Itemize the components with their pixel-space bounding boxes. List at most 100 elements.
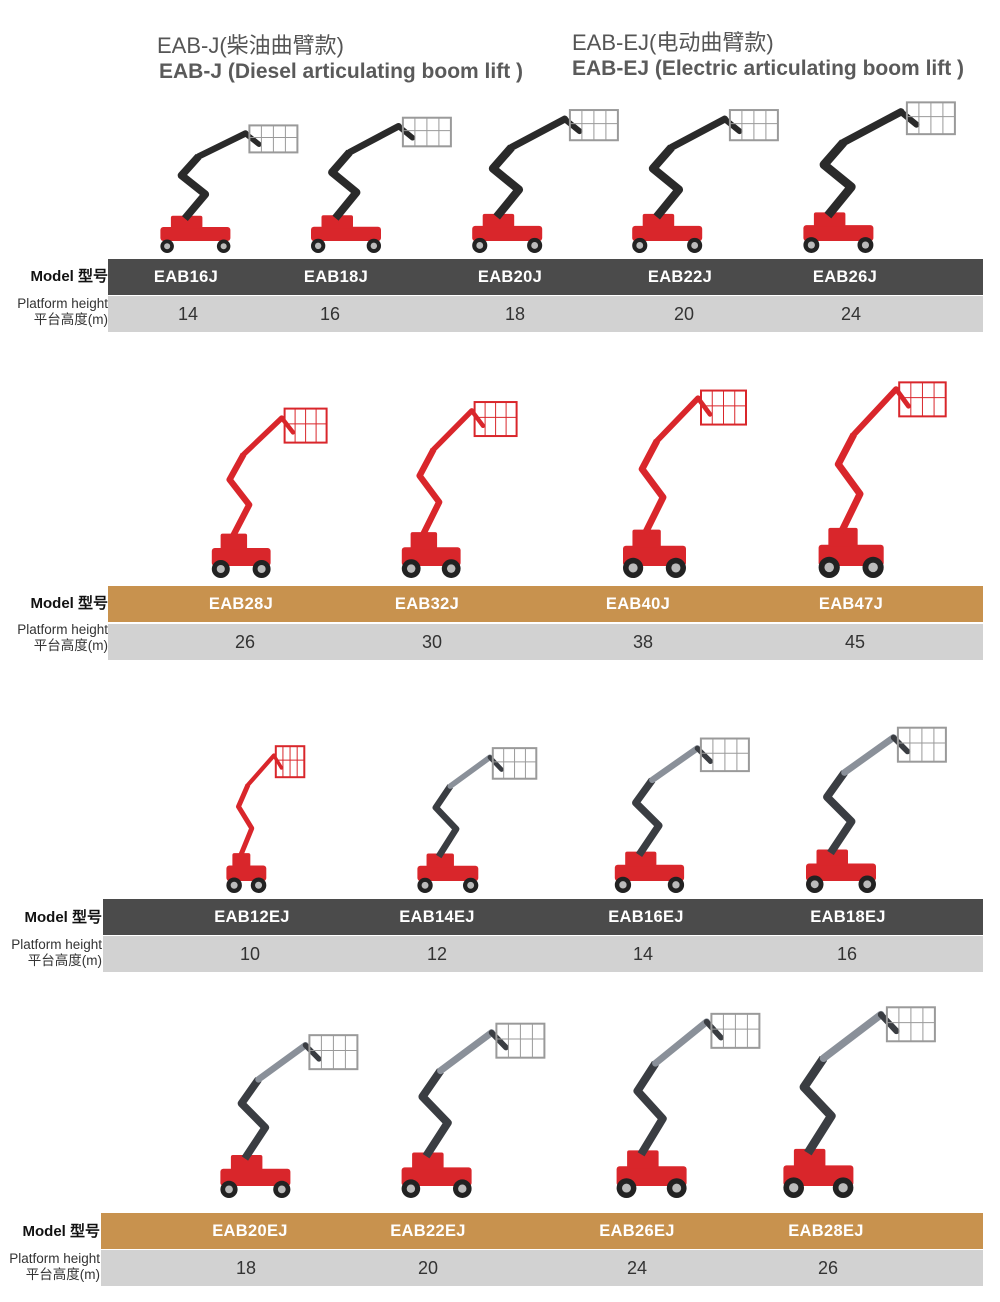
model-name: EAB32J: [394, 595, 460, 613]
chassis: [417, 865, 479, 881]
chassis: [160, 227, 231, 241]
electric-title: EAB-EJ(电动曲臂款) EAB-EJ (Electric articulat…: [572, 30, 964, 82]
turntable: [816, 849, 848, 866]
platform-height-value: 16: [319, 304, 341, 324]
wheel-hub: [458, 1184, 467, 1193]
boom-lift-image: [290, 112, 465, 255]
platform-height-label-en: Platform height: [17, 622, 108, 637]
model-name: EAB22EJ: [390, 1222, 466, 1240]
boom-lift-image: [595, 732, 760, 895]
model-name: EAB20J: [477, 268, 543, 286]
wheel-hub: [220, 243, 227, 250]
boom-lift-image: [385, 392, 525, 580]
wheel-hub: [636, 242, 644, 249]
turntable: [410, 532, 438, 550]
wheel-hub: [691, 242, 699, 249]
wheel-hub: [868, 562, 878, 573]
diesel-title-zh: EAB-J(柴油曲臂款): [157, 33, 345, 58]
boom-lift-drawing: [818, 381, 947, 578]
jib: [703, 1018, 724, 1041]
boom-lift-drawing: [616, 1012, 761, 1198]
model-band: EAB28J EAB32J EAB40J EAB47J: [108, 586, 983, 622]
section-electric-1: Model 型号 EAB12EJ EAB14EJ EAB16EJ EAB18EJ…: [0, 726, 983, 972]
platform-height-value: 12: [426, 944, 448, 964]
boom-lift-drawing: [160, 124, 299, 253]
model-name: EAB16EJ: [608, 908, 684, 926]
lift-images-row: [0, 0, 1000, 585]
wheel-hub: [622, 1183, 631, 1193]
lower-boom: [235, 783, 255, 858]
platform-height-value: 10: [239, 944, 261, 964]
height-band: 18 20 24 26: [101, 1250, 983, 1286]
lower-boom: [226, 452, 253, 539]
turntable: [220, 533, 248, 550]
wheel-hub: [807, 241, 815, 249]
model-label: Model 型号: [24, 909, 103, 926]
platform-height-value: 14: [632, 944, 654, 964]
wheel-hub: [789, 1183, 799, 1193]
upper-boom: [255, 1041, 309, 1083]
turntable: [627, 1150, 659, 1169]
turntable: [321, 215, 353, 229]
platform-height-value: 24: [626, 1258, 648, 1278]
turntable: [642, 213, 675, 228]
lower-boom: [819, 139, 856, 219]
model-name: EAB22J: [647, 268, 713, 286]
platform-height-label-zh: 平台高度(m): [25, 1267, 100, 1282]
boom-lift-image: [200, 1028, 370, 1200]
boom-lift-image: [215, 740, 310, 895]
model-name: EAB14EJ: [399, 908, 475, 926]
turntable: [813, 212, 846, 227]
boom-lift-drawing: [417, 747, 538, 893]
boom-lift-image: [780, 96, 975, 255]
wheel-hub: [672, 1183, 682, 1193]
electric-title-en: EAB-EJ (Electric articulating boom lift …: [572, 57, 965, 80]
lower-boom: [799, 1055, 836, 1156]
upper-boom: [430, 408, 475, 453]
upper-boom: [447, 754, 493, 789]
platform-height-value: 26: [817, 1258, 839, 1278]
chassis: [226, 865, 267, 881]
jib: [694, 745, 714, 764]
model-name: EAB18J: [303, 268, 369, 286]
jib: [721, 116, 743, 135]
wheel-hub: [257, 564, 266, 574]
platform-height-label: Platform height 平台高度(m): [0, 937, 102, 969]
lower-boom: [177, 153, 210, 222]
wheel-hub: [672, 881, 680, 889]
turntable: [828, 527, 858, 547]
platform-height-label-zh: 平台高度(m): [33, 312, 108, 327]
diesel-title-en: EAB-J (Diesel articulating boom lift ): [159, 60, 524, 83]
upper-boom: [667, 115, 729, 151]
wheel-hub: [531, 242, 539, 249]
lower-boom: [632, 777, 663, 857]
lower-boom: [633, 1061, 667, 1157]
model-name: EAB40J: [605, 595, 671, 613]
boom-lift-drawing: [311, 116, 452, 253]
boom-lift-drawing: [226, 745, 306, 893]
chassis: [311, 226, 381, 241]
upper-boom: [195, 130, 249, 160]
turntable: [632, 529, 661, 548]
upper-boom: [839, 108, 905, 147]
lower-boom: [648, 144, 684, 220]
upper-boom: [654, 395, 701, 444]
wheel-hub: [619, 881, 627, 889]
platform-height-label-en: Platform height: [11, 937, 102, 952]
jib: [395, 123, 416, 141]
wheel-hub: [314, 242, 322, 250]
platform-height-value: 18: [235, 1258, 257, 1278]
wheel-hub: [810, 880, 819, 889]
platform-height-label-en: Platform height: [9, 1251, 100, 1266]
boom-lift-drawing: [614, 737, 750, 893]
boom-lift-drawing: [806, 726, 947, 893]
boom-lift-drawing: [401, 1022, 546, 1198]
platform-height-value: 20: [417, 1258, 439, 1278]
boom-lift-image: [400, 742, 545, 895]
platform-height-value: 18: [504, 304, 526, 324]
wheel-hub: [628, 563, 638, 573]
wheel-hub: [164, 243, 171, 250]
platform-height-value: 16: [836, 944, 858, 964]
jib: [242, 130, 262, 147]
jib: [302, 1042, 322, 1062]
